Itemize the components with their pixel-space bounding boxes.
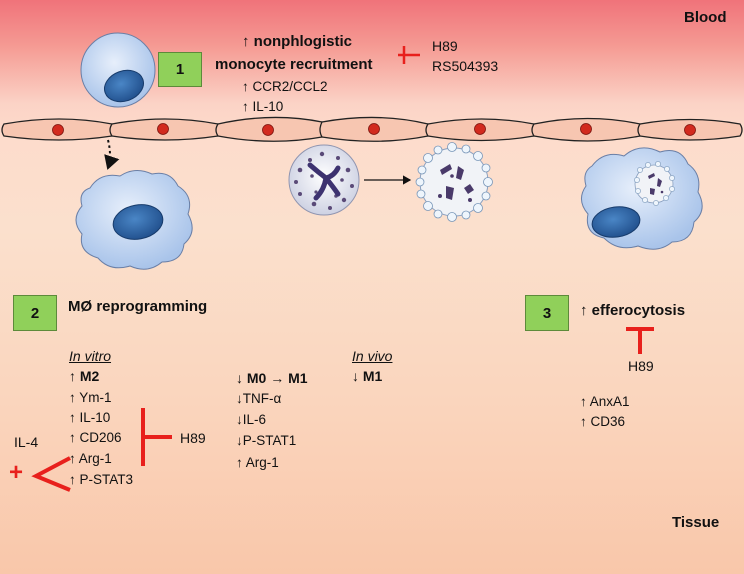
step-number-1: 1 [158, 52, 202, 87]
monocyte-nucleus [104, 69, 144, 103]
step1-marker: ↑ IL-10 [242, 99, 284, 114]
step1-heading-line2: monocyte recruitment [215, 56, 373, 73]
endothelial-nucleus [368, 123, 380, 135]
in-vitro-inhibitor: H89 [180, 430, 206, 446]
step3-inhibitor: H89 [628, 358, 654, 374]
neutrophil-nucleus [307, 162, 341, 201]
in-vivo-result: ↓ M1 [352, 368, 383, 384]
activation-plus-sign: + [9, 459, 24, 486]
efferocytic-macrophage [581, 147, 703, 250]
endothelial-nucleus [474, 123, 486, 135]
endothelial-nucleus [262, 124, 274, 136]
inhibition-symbol-step1 [398, 46, 420, 64]
activator-label: IL-4 [14, 434, 39, 450]
engulfed-apoptotic-cell [634, 161, 675, 206]
polarization-result: ↓ M0 → M1 [236, 370, 308, 386]
in-vitro-marker: ↑ Arg-1 [69, 451, 112, 466]
in-vitro-marker: ↑ CD206 [69, 430, 122, 445]
step3-marker: ↑ AnxA1 [580, 394, 630, 409]
endothelial-nucleus [52, 124, 64, 136]
in-vitro-marker: ↑ P-STAT3 [69, 472, 134, 487]
in-vitro-marker: ↑ Ym-1 [69, 390, 112, 405]
inhibition-symbol-h89-invitro [141, 408, 172, 466]
region-label-blood: Blood [684, 9, 727, 26]
step3-heading: ↑ efferocytosis [580, 302, 686, 319]
step1-inhibitor: H89 [432, 38, 458, 54]
endothelial-nucleus [157, 123, 169, 135]
region-label-tissue: Tissue [672, 514, 720, 531]
monocyte-cell [80, 32, 156, 108]
in-vitro-label: In vitro [69, 348, 112, 364]
endothelial-nucleus [684, 124, 696, 136]
macrophage-nucleus [112, 204, 164, 240]
step1-heading-line1: ↑ nonphlogistic [242, 33, 352, 50]
endothelial-layer [1, 116, 743, 142]
step1-marker: ↑ CCR2/CCL2 [242, 79, 328, 94]
neutrophil-cell [288, 144, 360, 216]
inhibition-symbol-step3 [626, 327, 654, 354]
polarization-marker: ↓P-STAT1 [236, 433, 297, 448]
transmigration-arrow [104, 139, 120, 170]
polarization-marker: ↑ Arg-1 [236, 455, 279, 470]
step2-heading: MØ reprogramming [68, 298, 208, 315]
step3-marker: ↑ CD36 [580, 414, 626, 429]
polarization-marker: ↓TNF-α [236, 391, 282, 406]
in-vitro-marker: ↑ IL-10 [69, 410, 111, 425]
endothelial-nucleus [580, 123, 592, 135]
in-vitro-result: ↑ M2 [69, 368, 100, 384]
apoptotic-neutrophil [415, 142, 493, 222]
polarization-marker: ↓IL-6 [236, 412, 267, 427]
step1-inhibitor: RS504393 [432, 58, 499, 74]
step-number-3: 3 [525, 295, 569, 331]
macrophage-cell [75, 170, 193, 270]
step-number-2: 2 [13, 295, 57, 331]
efferocytic-macrophage-nucleus [591, 206, 641, 238]
activation-symbol-il4 [31, 456, 71, 492]
in-vivo-label: In vivo [352, 348, 393, 364]
